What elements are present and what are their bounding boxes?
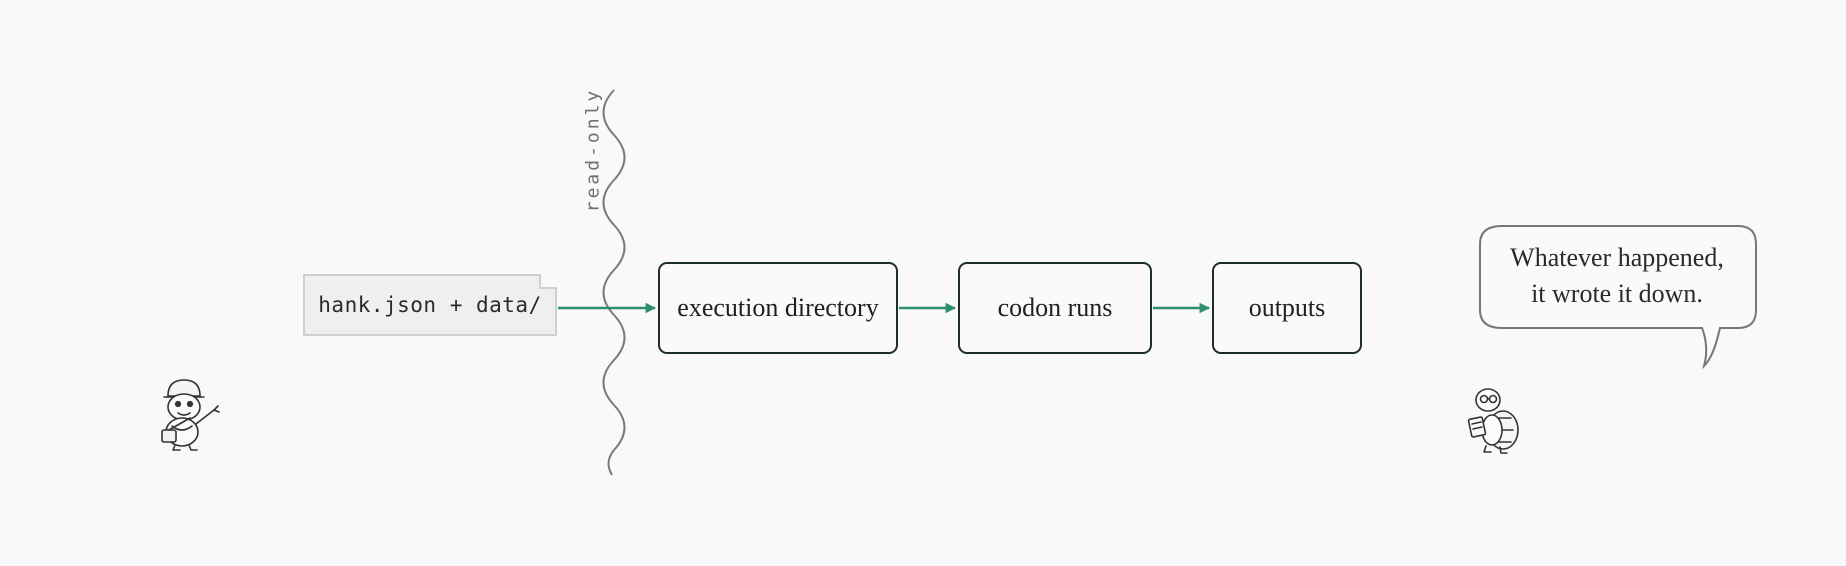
outputs-box: outputs: [1212, 262, 1362, 354]
execution-directory-label: execution directory: [677, 293, 879, 322]
outputs-label: outputs: [1248, 293, 1326, 322]
read-only-label: read-only: [582, 87, 604, 213]
turtle-with-clipboard-icon: [1467, 388, 1519, 454]
codon-runs-box: codon runs: [958, 262, 1152, 354]
input-files-box: hank.json + data/: [303, 274, 557, 336]
speech-bubble-shape: [1479, 225, 1757, 370]
input-files-label: hank.json + data/: [318, 293, 542, 317]
read-only-boundary-line: [602, 89, 626, 476]
turtle-pointing-icon: [161, 379, 220, 451]
speech-bubble-line-2: it wrote it down.: [1531, 279, 1703, 308]
folded-corner: [539, 274, 557, 289]
execution-directory-box: execution directory: [658, 262, 898, 354]
speech-bubble-line-1: Whatever happened,: [1510, 243, 1724, 272]
codon-runs-label: codon runs: [997, 293, 1113, 322]
speech-bubble-text: Whatever happened, it wrote it down.: [1480, 240, 1754, 312]
